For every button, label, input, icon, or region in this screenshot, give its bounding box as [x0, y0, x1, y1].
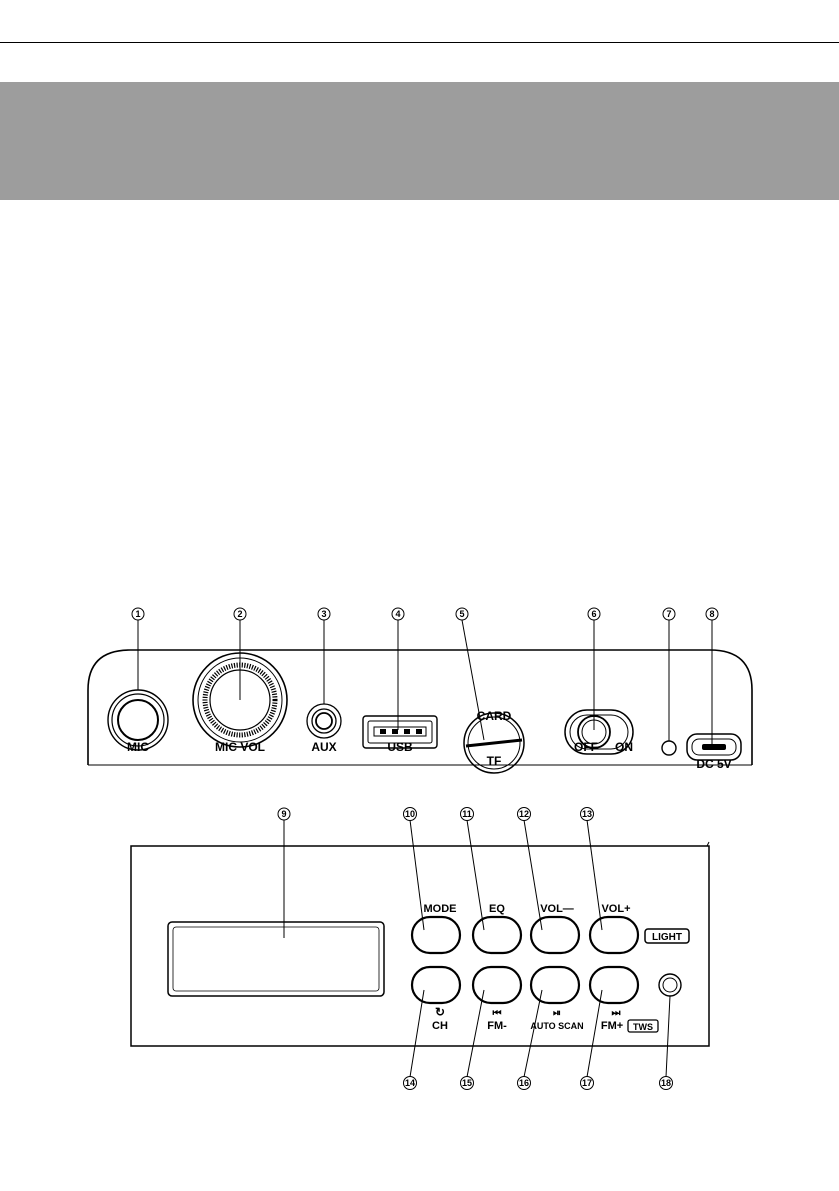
aux-label: AUX — [311, 740, 336, 754]
previous-track-icon: ⏮ — [493, 1008, 502, 1019]
svg-text:1: 1 — [135, 609, 140, 619]
usb-label: USB — [387, 740, 413, 754]
tf-card-slot[interactable] — [463, 712, 525, 774]
ch-button[interactable] — [410, 965, 462, 1005]
callout-5: 5 — [455, 607, 469, 621]
svg-text:17: 17 — [582, 1078, 592, 1088]
auto-scan-label: AUTO SCAN — [530, 1021, 583, 1031]
vol-minus-label: VOL— — [540, 903, 574, 915]
ir-sensor — [658, 973, 682, 997]
svg-text:11: 11 — [462, 809, 472, 819]
callout-14: 14 — [403, 1076, 417, 1090]
auto-scan-button[interactable] — [529, 965, 581, 1005]
callout-10: 10 — [403, 807, 417, 821]
card-label: CARD — [477, 709, 512, 723]
svg-text:4: 4 — [395, 609, 400, 619]
callout-13: 13 — [580, 807, 594, 821]
dc-port[interactable] — [686, 733, 742, 761]
fm-plus-label: FM+ — [601, 1020, 623, 1032]
eq-button[interactable] — [471, 915, 523, 955]
light-label: LIGHT — [652, 932, 682, 943]
vol-up-button[interactable] — [588, 915, 640, 955]
header-band — [0, 82, 839, 200]
aux-jack[interactable] — [306, 703, 342, 739]
front-panel — [130, 845, 710, 1047]
mode-label: MODE — [424, 903, 457, 915]
svg-text:2: 2 — [237, 609, 242, 619]
mic-label: MIC — [127, 740, 149, 754]
usb-port[interactable] — [362, 715, 438, 749]
next-track-icon: ⏭ — [612, 1008, 621, 1019]
repeat-icon: ↻ — [435, 1005, 445, 1019]
ch-label: CH — [432, 1020, 448, 1032]
svg-text:8: 8 — [709, 609, 714, 619]
svg-text:15: 15 — [462, 1078, 472, 1088]
callout-4: 4 — [391, 607, 405, 621]
callout-11: 11 — [460, 807, 474, 821]
svg-text:10: 10 — [405, 809, 415, 819]
eq-label: EQ — [489, 903, 505, 915]
side-callout-lines — [137, 619, 713, 746]
svg-text:18: 18 — [661, 1078, 671, 1088]
fm-minus-button[interactable] — [471, 965, 523, 1005]
side-panel — [87, 649, 753, 766]
front-callout-lines — [283, 819, 671, 1078]
play-pause-icon: ⏯ — [553, 1008, 561, 1019]
lcd-display — [167, 921, 385, 997]
callout-3: 3 — [317, 607, 331, 621]
off-label: OFF — [574, 740, 598, 754]
tws-label: TWS — [633, 1022, 653, 1032]
indicator-led — [661, 740, 677, 756]
callout-15: 15 — [460, 1076, 474, 1090]
on-label: ON — [615, 740, 633, 754]
callout-1: 1 — [131, 607, 145, 621]
svg-text:13: 13 — [582, 809, 592, 819]
callout-9: 9 — [277, 807, 291, 821]
callout-17: 17 — [580, 1076, 594, 1090]
svg-text:5: 5 — [459, 609, 464, 619]
callout-6: 6 — [587, 607, 601, 621]
callout-18: 18 — [659, 1076, 673, 1090]
svg-text:16: 16 — [519, 1078, 529, 1088]
svg-text:3: 3 — [321, 609, 326, 619]
callout-8: 8 — [705, 607, 719, 621]
mode-button[interactable] — [410, 915, 462, 955]
svg-text:14: 14 — [405, 1078, 415, 1088]
fm-plus-button[interactable] — [588, 965, 640, 1005]
callout-12: 12 — [517, 807, 531, 821]
power-switch[interactable] — [564, 709, 634, 755]
svg-text:6: 6 — [591, 609, 596, 619]
light-badge — [644, 928, 690, 944]
svg-text:7: 7 — [666, 609, 671, 619]
vol-down-button[interactable] — [529, 915, 581, 955]
svg-text:12: 12 — [519, 809, 529, 819]
tws-badge — [627, 1019, 659, 1033]
top-rule — [0, 42, 839, 43]
svg-text:9: 9 — [281, 809, 286, 819]
callout-16: 16 — [517, 1076, 531, 1090]
fm-minus-label: FM- — [487, 1020, 507, 1032]
mic-vol-label: MIC VOL — [215, 740, 265, 754]
callout-7: 7 — [662, 607, 676, 621]
vol-plus-label: VOL+ — [601, 903, 630, 915]
tf-label: TF — [487, 754, 502, 768]
callout-2: 2 — [233, 607, 247, 621]
dc-label: DC 5V — [696, 757, 731, 771]
